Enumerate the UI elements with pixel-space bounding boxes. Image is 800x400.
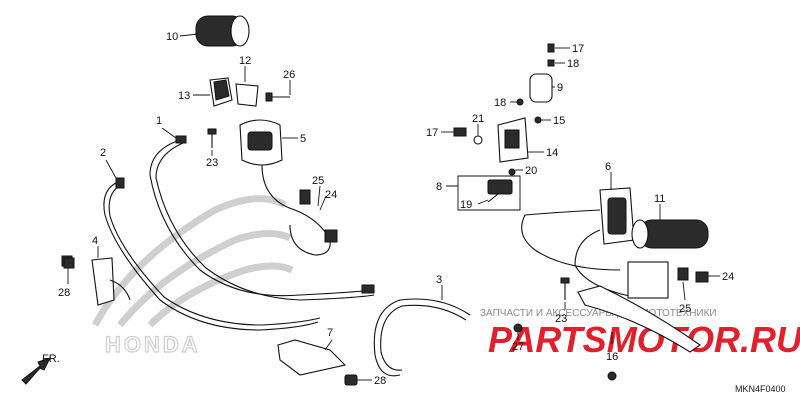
callout-number: 12 [239,55,251,67]
marker-dots [513,323,617,381]
callout-1: 1 [156,115,177,139]
callout-number: 10 [166,31,178,43]
left-grip-11 [631,219,709,249]
callout-6: 6 [605,161,612,190]
callout-14: 14 [528,147,558,159]
callout-number: 13 [178,90,190,102]
grip-holder [209,77,259,107]
screw-26 [265,92,290,102]
callout-2: 2 [100,147,117,179]
left-switch-housing [521,187,669,299]
callout-number: 5 [300,133,306,145]
front-label: FR. [42,353,60,365]
callout-number: 27 [512,341,524,353]
callout-7: 7 [324,327,333,351]
callout-24-right: 24 [708,271,734,283]
screw-23-left [207,128,217,148]
callout-number: 16 [606,351,618,363]
front-arrow: FR. [21,353,60,385]
callout-number: 28 [58,287,70,299]
shop-tagline: ЗАПЧАСТИ И АКСЕССУАРЫ ДЛЯ МОТОТЕХНИКИ [480,308,717,319]
lever-holder-14 [453,117,529,163]
callout-20: 19 [460,199,489,211]
callout-11: 11 [654,193,665,220]
callout-15: 15 [541,115,565,127]
bolts-28 [63,257,75,269]
callout-number: 18 [567,58,579,70]
callout-number: 24 [722,271,734,283]
callout-24-left: 24 [319,189,337,211]
callout-number: 23 [555,313,567,325]
switch-20 [487,168,516,203]
callout-number: 15 [553,115,565,127]
callout-12: 12 [239,55,251,82]
callout-21: 20 [515,165,537,177]
callout-number: 7 [327,327,333,339]
clips-right [677,267,709,283]
callout-number: 23 [206,157,218,169]
callout-number: 11 [654,193,665,205]
callout-number: 14 [546,147,558,159]
callout-18-second: 18 [555,58,579,70]
callout-number: 28 [374,375,386,387]
cable-3 [373,298,471,377]
callout-5: 5 [282,133,306,145]
cable-bracket-7 [277,339,358,386]
callout-23-right: 23 [555,302,567,325]
callout-number: 21 [472,113,484,125]
callout-number: 18 [494,97,506,109]
callout-8: 8 [436,175,521,211]
reservoir-9 [516,43,555,124]
callout-number: 20 [525,165,537,177]
callout-17: 17 [426,127,454,139]
callout-number: 17 [426,127,438,139]
callout-10: 10 [166,31,199,43]
callout-number: 19 [460,199,472,211]
callout-number: 17 [572,43,584,55]
lever-16 [577,285,701,353]
callout-19: 18 [494,97,517,109]
callout-number: 1 [156,115,162,127]
callout-16: 16 [606,332,618,363]
callout-number: 3 [436,274,442,286]
callout-22: 21 [472,113,484,136]
callout-9: 9 [552,82,563,94]
throttle-cables [103,135,375,331]
callout-number: 6 [605,161,611,173]
callout-number: 8 [436,181,442,193]
callout-23-left: 23 [206,150,218,169]
callout-4: 4 [92,235,99,258]
callout-25-left: 25 [312,175,324,207]
callout-number: 25 [679,303,691,315]
callout-number: 26 [283,69,295,81]
right-switch-housing [239,119,338,256]
callout-3: 3 [436,274,443,300]
callout-number: 24 [325,189,337,201]
callout-18-top: 17 [555,43,584,55]
honda-wing-watermark: HONDA [91,195,294,358]
screw-23-right [560,277,570,300]
callout-number: 2 [100,147,106,159]
callout-25-right: 25 [679,281,691,315]
throttle-grip [195,15,250,47]
callout-number: 4 [92,235,98,247]
diagram-code: MKN4F0400 [735,384,786,394]
callout-number: 9 [557,82,563,94]
callout-13: 13 [178,90,210,102]
callout-26: 26 [283,69,295,95]
callouts: 10 12 13 26 1 5 23 2 25 24 4 28 7 28 3 2… [58,31,734,387]
callout-number: 25 [312,175,324,187]
callout-28-bottom: 28 [357,375,386,387]
callout-28-left: 28 [58,268,70,299]
honda-watermark-text: HONDA [105,332,201,357]
